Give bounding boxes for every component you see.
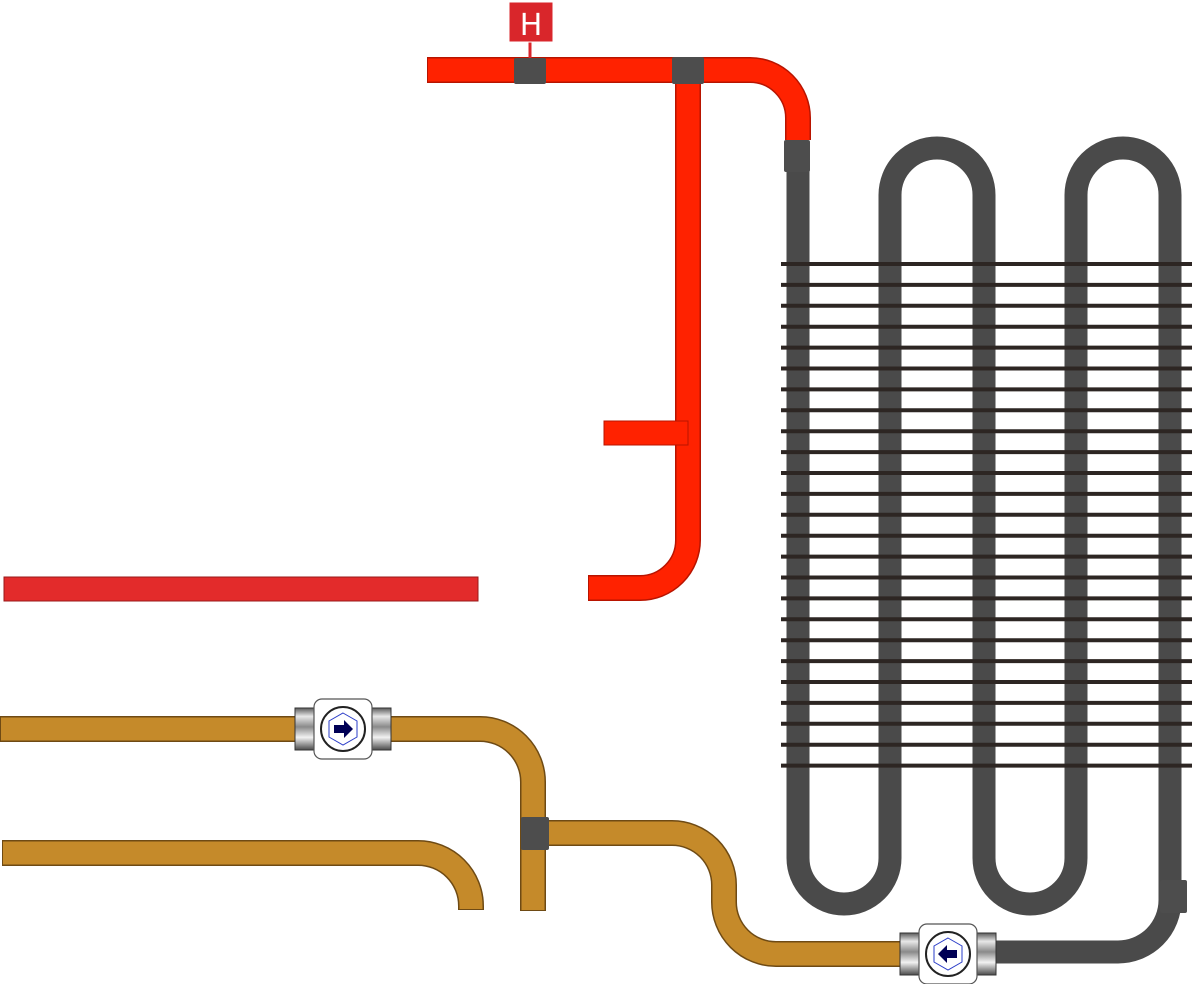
heater-marker: H xyxy=(508,1,554,62)
coil-fins xyxy=(781,262,1192,768)
fitting-return-tee xyxy=(521,817,549,850)
return-pipes xyxy=(0,716,901,967)
heater-pipe xyxy=(3,576,479,602)
fitting-supply-tee xyxy=(672,57,704,84)
heater-marker-label: H xyxy=(520,8,543,43)
arrow-left-icon xyxy=(938,945,957,963)
hot-supply-riser-pipe xyxy=(588,80,701,601)
valve-lower[interactable] xyxy=(899,923,997,984)
fitting-coil-inlet xyxy=(784,140,810,172)
fitting-marker-tee xyxy=(514,58,546,84)
fitting-coil-outlet xyxy=(1160,880,1187,913)
hot-supply-pipes xyxy=(427,57,811,601)
heater-marker-icon xyxy=(508,1,554,43)
arrow-right-icon xyxy=(334,720,353,738)
valve-upper[interactable] xyxy=(294,698,392,760)
hot-supply-branch-stub xyxy=(603,420,689,446)
pipe-fittings xyxy=(514,57,1187,913)
coil-tube xyxy=(786,136,1182,964)
